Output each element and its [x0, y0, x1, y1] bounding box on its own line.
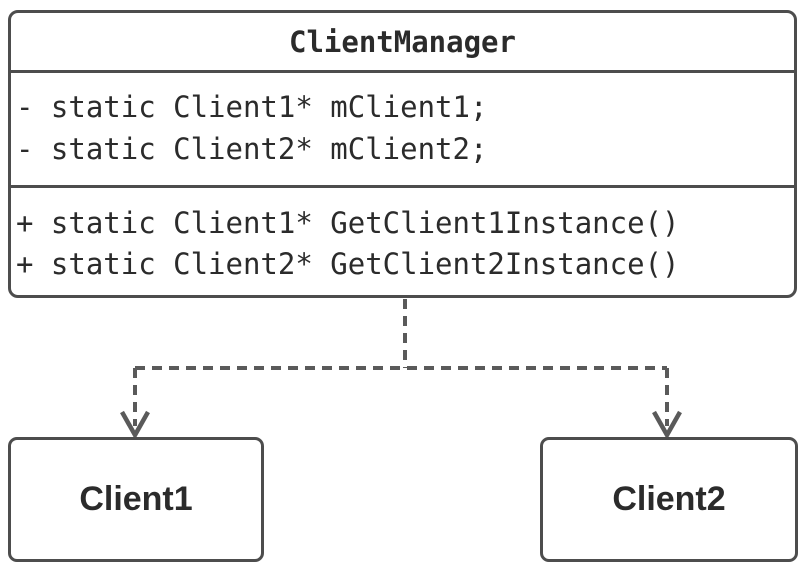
class-box-clientmanager: ClientManager - static Client1* mClient1… [8, 10, 797, 298]
class-name: ClientManager [289, 24, 516, 59]
dependency-arrowhead-right-icon [652, 410, 682, 440]
node-client2-label: Client2 [612, 480, 726, 518]
attribute-line-2: - static Client2* mClient2; [16, 132, 488, 166]
class-methods-compartment: + static Client1* GetClient1Instance() +… [11, 188, 794, 295]
method-line-2: + static Client2* GetClient2Instance() [16, 247, 680, 281]
attribute-line-1: - static Client1* mClient1; [16, 90, 488, 124]
dependency-arrowhead-left-icon [120, 410, 150, 440]
node-client2: Client2 [540, 437, 798, 562]
class-attributes-compartment: - static Client1* mClient1; - static Cli… [11, 73, 794, 188]
class-title-compartment: ClientManager [11, 13, 794, 73]
node-client1-label: Client1 [79, 480, 193, 518]
method-line-1: + static Client1* GetClient1Instance() [16, 206, 680, 240]
node-client1: Client1 [8, 437, 264, 562]
